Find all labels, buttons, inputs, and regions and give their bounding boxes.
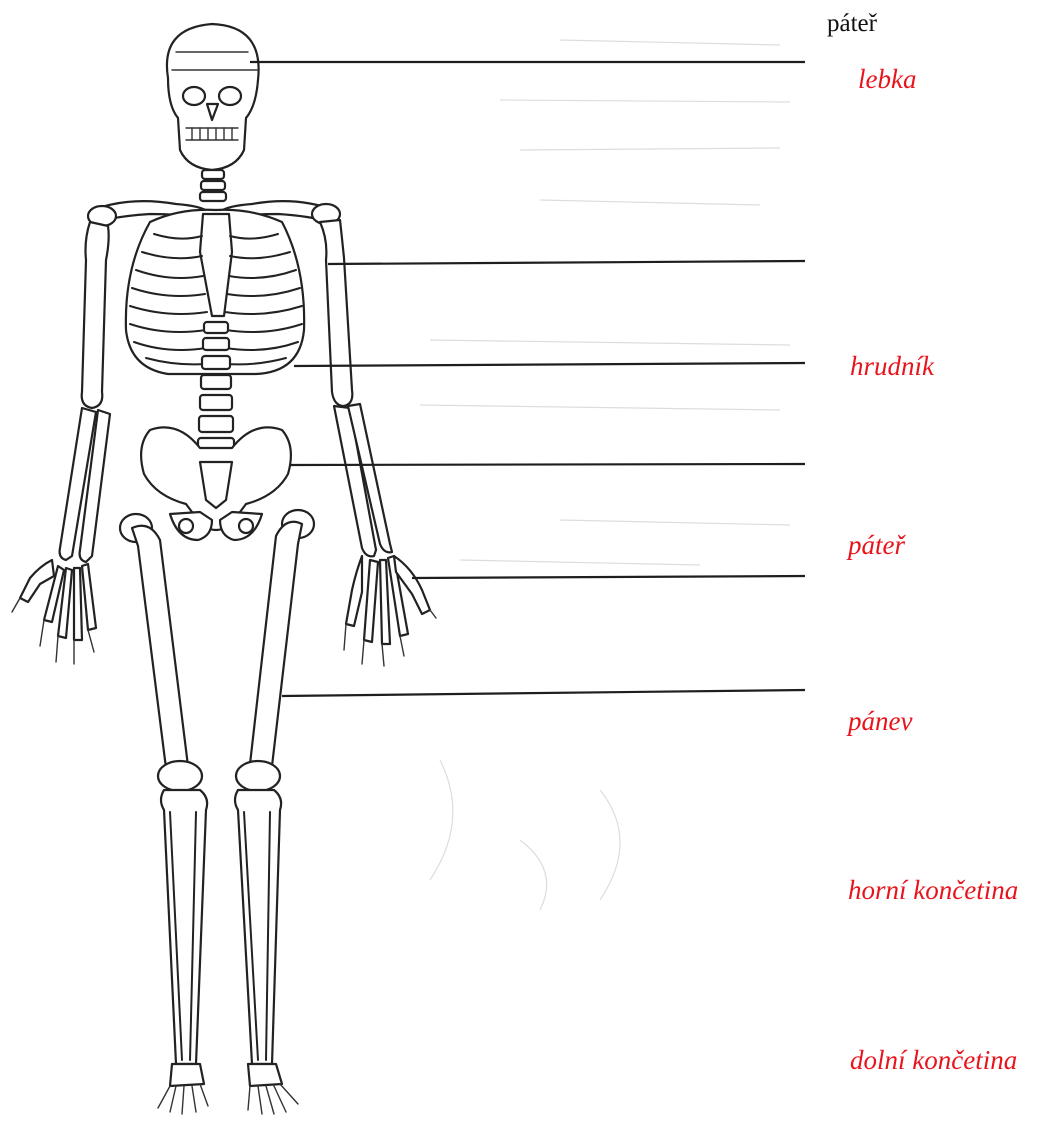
answer-hrudnik: hrudník <box>850 351 934 382</box>
skull <box>167 24 259 170</box>
leader-line-hand <box>412 576 805 578</box>
leader-line-femur <box>282 690 805 696</box>
left-leg <box>120 514 208 1114</box>
leader-line-pelvis <box>290 464 805 465</box>
leader-line-rib-cage <box>294 363 805 366</box>
spine <box>198 322 234 454</box>
right-leg <box>235 510 314 1114</box>
answer-lebka: lebka <box>858 64 916 95</box>
neck-vertebrae <box>200 170 226 201</box>
right-arm <box>320 220 436 666</box>
left-arm <box>12 222 110 664</box>
leader-line-upper-arm <box>328 261 805 264</box>
background-ghost-marks <box>420 40 790 910</box>
answer-panev: pánev <box>848 706 912 737</box>
answer-horni-koncetina: horní končetina <box>848 875 1018 906</box>
answer-pater: páteř <box>848 530 905 561</box>
answer-dolni-koncetina: dolní končetina <box>850 1045 1017 1076</box>
